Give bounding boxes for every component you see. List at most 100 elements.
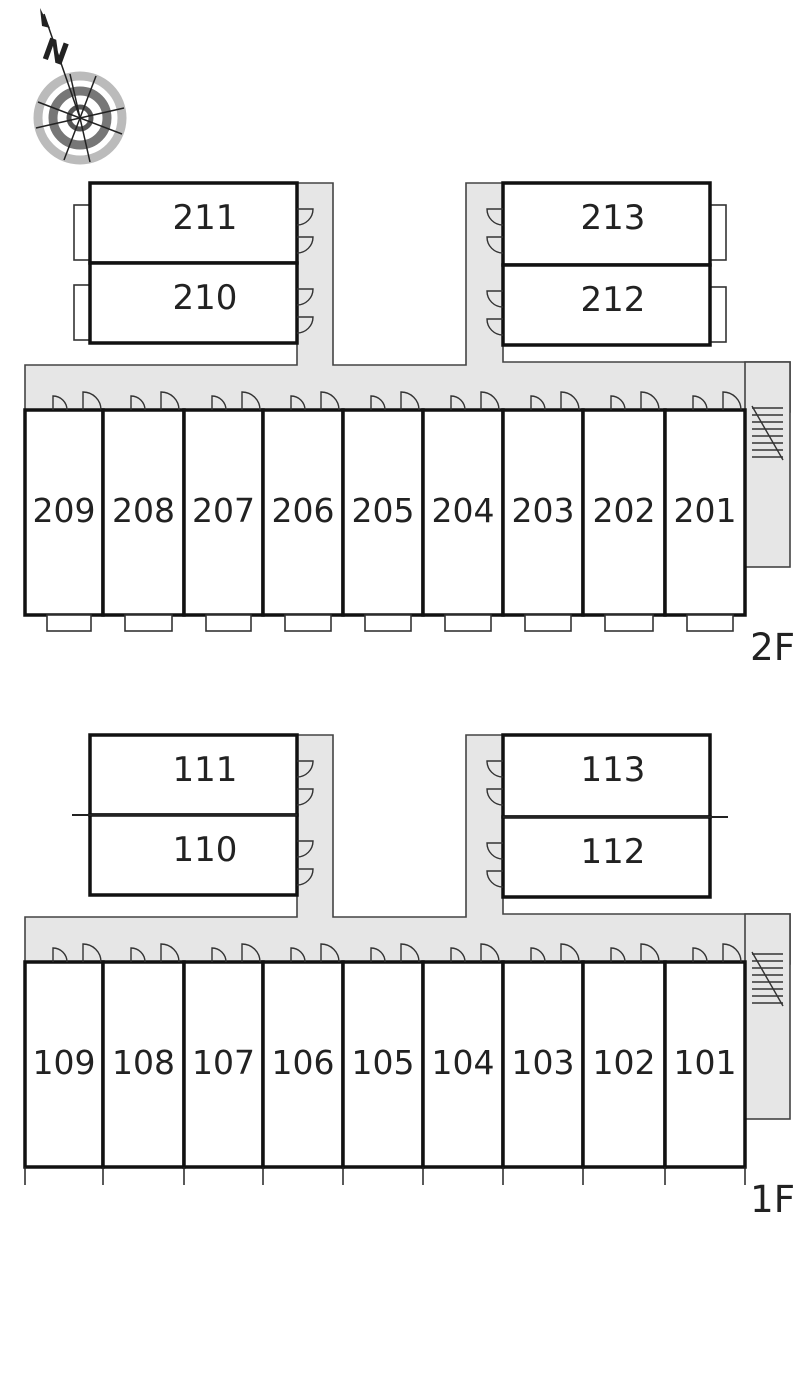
door-swing-icon [486,208,504,226]
door-swing-icon [160,391,180,411]
door-swing-icon [400,943,420,963]
door-swing-icon [400,391,420,411]
unit-201 [663,408,747,617]
balcony [604,614,654,632]
unit-210 [88,261,299,345]
unit-113 [501,733,712,819]
staircase-icon [751,405,784,461]
balcony [124,614,173,632]
floor-label: 2F [750,626,795,669]
staircase-icon [751,951,784,1007]
unit-label: 202 [593,491,656,530]
unit-label: 102 [593,1043,656,1082]
unit-label: 207 [192,491,255,530]
stair-arrow [751,405,784,461]
balcony [284,614,332,632]
unit-104 [421,960,505,1169]
unit-209 [23,408,105,617]
stair-landing [744,913,791,1120]
door-swing-icon [211,947,227,963]
door-swing-icon [211,395,227,411]
door-swing-icon [370,947,386,963]
balcony [364,614,412,632]
unit-108 [101,960,186,1169]
balcony [686,614,734,632]
door-swing-icon [296,208,314,226]
unit-label: 101 [674,1043,737,1082]
door-swing-icon [450,395,466,411]
door-swing-icon [692,395,708,411]
door-swing-icon [610,947,626,963]
door-swing-icon [486,760,504,778]
floor-label: 1F [750,1178,795,1221]
door-swing-icon [82,943,102,963]
door-swing-icon [296,788,314,806]
door-swing-icon [82,391,102,411]
compass-north-label: N [38,32,74,73]
unit-label: 110 [173,830,238,870]
door-swing-icon [480,943,500,963]
unit-label: 201 [674,491,737,530]
door-swing-icon [486,318,504,336]
door-swing-icon [560,391,580,411]
door-swing-icon [241,391,261,411]
balcony [709,204,727,261]
door-swing-icon [52,395,68,411]
door-swing-icon [722,391,742,411]
door-swing-icon [320,391,340,411]
unit-label: 113 [581,750,646,790]
door-swing-icon [530,395,546,411]
door-swing-icon [486,842,504,860]
unit-label: 103 [512,1043,575,1082]
door-swing-icon [640,943,660,963]
door-swing-icon [486,236,504,254]
unit-105 [341,960,425,1169]
unit-label: 108 [112,1043,175,1082]
balcony [524,614,572,632]
door-swing-icon [241,943,261,963]
unit-107 [182,960,265,1169]
door-swing-icon [296,840,314,858]
unit-label: 205 [352,491,415,530]
unit-205 [341,408,425,617]
door-swing-icon [296,236,314,254]
balcony [46,614,92,632]
unit-label: 203 [512,491,575,530]
unit-label: 210 [173,278,238,318]
door-swing-icon [480,391,500,411]
door-swing-icon [722,943,742,963]
door-swing-icon [486,788,504,806]
compass-rose-icon: N [33,8,127,165]
unit-label: 109 [33,1043,96,1082]
door-swing-icon [296,868,314,886]
unit-label: 212 [581,280,646,320]
door-swing-icon [560,943,580,963]
unit-label: 204 [432,491,495,530]
balcony [444,614,492,632]
door-swing-icon [692,947,708,963]
door-swing-icon [130,947,146,963]
unit-212 [501,263,712,347]
unit-206 [261,408,345,617]
unit-103 [501,960,585,1169]
door-swing-icon [52,947,68,963]
unit-label: 104 [432,1043,495,1082]
door-swing-icon [530,947,546,963]
unit-label: 111 [173,750,238,790]
door-swing-icon [296,316,314,334]
unit-112 [501,815,712,899]
door-swing-icon [296,288,314,306]
unit-label: 213 [581,198,646,238]
door-swing-icon [486,870,504,888]
door-swing-icon [290,395,306,411]
door-swing-icon [160,943,180,963]
door-swing-icon [450,947,466,963]
unit-208 [101,408,186,617]
unit-label: 209 [33,491,96,530]
door-swing-icon [370,395,386,411]
corridor [24,734,791,965]
unit-101 [663,960,747,1169]
unit-207 [182,408,265,617]
